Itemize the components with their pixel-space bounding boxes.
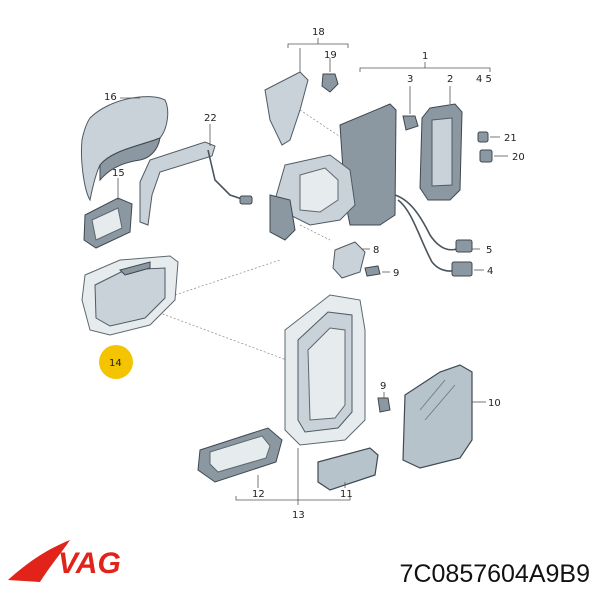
label-11: 11 — [340, 489, 353, 500]
part-16-mirror-cap — [81, 96, 169, 202]
part-2-motor — [419, 103, 463, 201]
part-10-mirror-glass — [402, 364, 473, 469]
label-1: 1 — [422, 51, 428, 62]
label-3: 3 — [407, 74, 413, 85]
part-9b-screw — [377, 397, 391, 413]
vag-logo-text: VAG — [58, 547, 121, 580]
vag-logo-swoosh — [8, 540, 70, 582]
vag-logo: VAG — [8, 540, 121, 582]
part-18-upper-cover — [264, 71, 309, 146]
label-10: 10 — [488, 398, 501, 409]
part-12-grille — [197, 427, 283, 483]
part-21-screw — [477, 131, 489, 143]
part-13-frame — [284, 294, 366, 446]
part-9-screw — [364, 265, 381, 277]
part-11-lower-glass — [317, 447, 379, 491]
label-14: 14 — [109, 358, 122, 369]
part-mirror-base — [269, 103, 397, 241]
part-14-highlight — [99, 345, 133, 379]
label-15: 15 — [112, 168, 125, 179]
label-lines — [117, 38, 508, 505]
label-13: 13 — [292, 510, 305, 521]
label-20: 20 — [512, 152, 525, 163]
label-2: 2 — [447, 74, 453, 85]
label-9: 9 — [393, 268, 399, 279]
part-19-clip — [321, 73, 339, 93]
part-15-trim — [83, 197, 133, 249]
label-5: 5 — [486, 245, 492, 256]
part-8-cone — [332, 241, 366, 279]
part-14-mirror-housing — [81, 255, 179, 336]
label-4-5: 4 5 — [476, 74, 492, 85]
part-20-screw — [479, 149, 493, 163]
part-3-clip — [402, 115, 419, 131]
label-9b: 9 — [380, 381, 386, 392]
label-4: 4 — [487, 266, 493, 277]
label-8: 8 — [373, 245, 379, 256]
label-22: 22 — [204, 113, 217, 124]
part-4-5-harness — [394, 194, 473, 277]
part-number: 7C0857604A9B9 — [400, 560, 590, 588]
label-12: 12 — [252, 489, 265, 500]
label-19: 19 — [324, 50, 337, 61]
label-18: 18 — [312, 27, 325, 38]
label-21: 21 — [504, 133, 517, 144]
part-labels: 18 19 1 3 2 4 5 16 22 21 20 15 8 5 9 4 1… — [104, 27, 525, 521]
part-22-bracket — [139, 141, 253, 226]
label-16: 16 — [104, 92, 117, 103]
leader-lines — [124, 109, 346, 366]
